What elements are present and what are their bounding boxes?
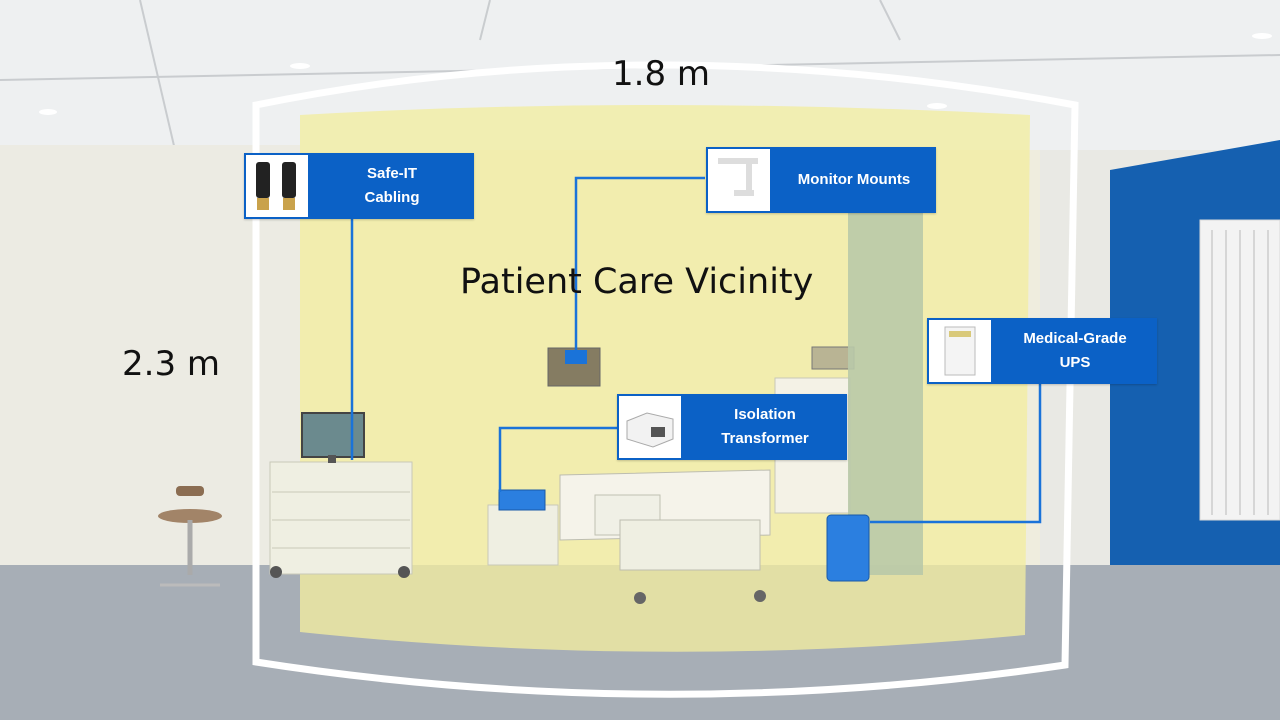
- callout-safe-it-cabling[interactable]: Safe-IT Cabling: [244, 153, 474, 219]
- ups-icon: [927, 318, 993, 384]
- callout-label: Monitor Mounts: [797, 171, 911, 188]
- callout-label: Isolation Transformer: [721, 406, 809, 447]
- transformer-icon: [617, 394, 683, 460]
- callout-label: Medical-Grade UPS: [1023, 330, 1127, 371]
- cable-icon: [244, 153, 310, 219]
- width-label: 1.8 m: [612, 54, 710, 94]
- callout-isolation-transformer[interactable]: Isolation Transformer: [617, 394, 847, 460]
- callout-medical-grade-ups[interactable]: Medical-Grade UPS: [927, 318, 1157, 384]
- callout-monitor-mounts[interactable]: Monitor Mounts: [706, 147, 936, 213]
- zone-title: Patient Care Vicinity: [460, 262, 814, 302]
- height-label: 2.3 m: [122, 344, 220, 384]
- monitor-mount-icon: [706, 147, 772, 213]
- callout-label: Safe-IT Cabling: [364, 165, 420, 206]
